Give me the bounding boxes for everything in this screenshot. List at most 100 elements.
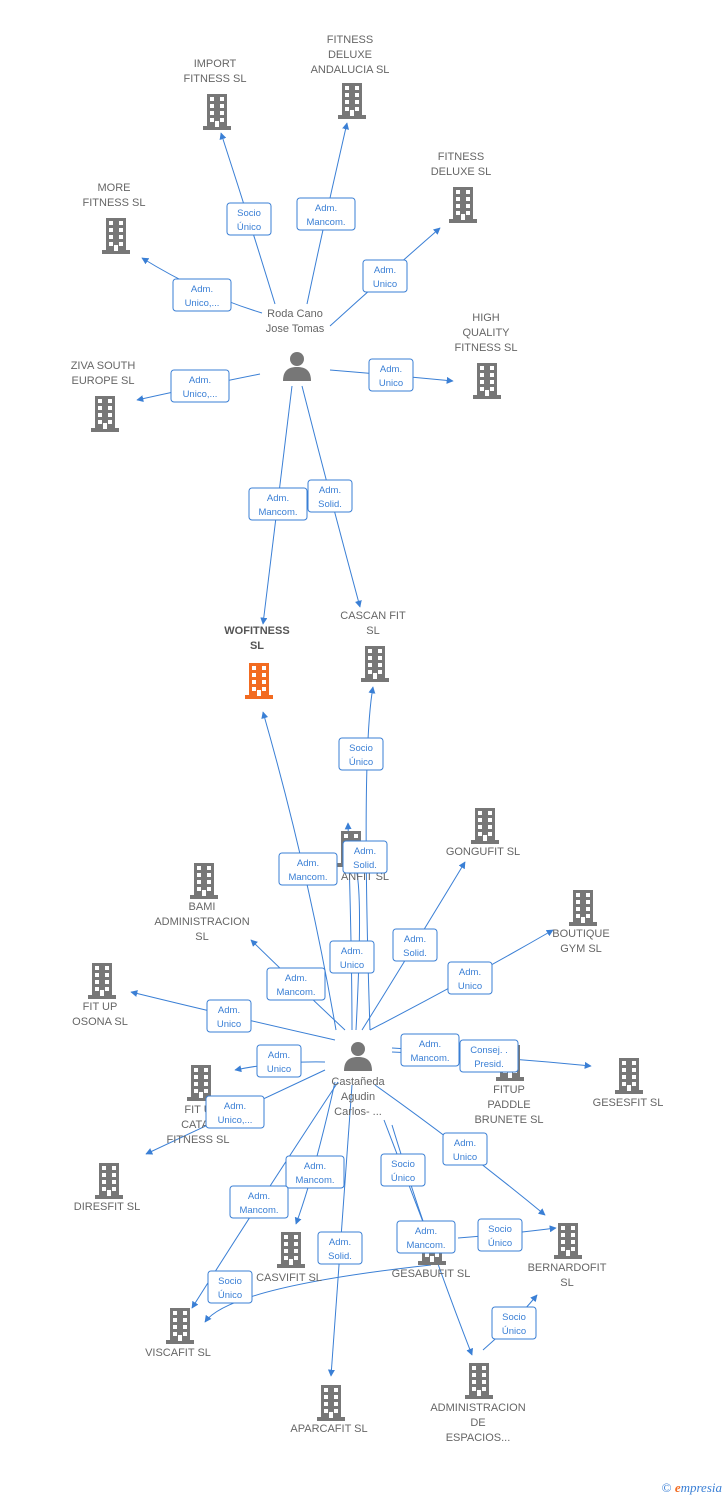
relation-label-text: Mancom. [295, 1175, 334, 1186]
company-node-anfit[interactable]: ANFIT SL [337, 831, 389, 883]
relation-label-text: Unico [379, 378, 403, 389]
company-name-line: SL [366, 625, 379, 637]
relation-label-box [205, 1095, 265, 1129]
relation-label-text: Adm. [224, 1101, 246, 1112]
relation-label-p2-fitup_cat[interactable]: Adm. Unico [256, 1044, 302, 1078]
relation-label-box [307, 479, 353, 513]
relation-label-text: Adm. [354, 846, 376, 857]
company-node-gesesfit[interactable]: GESESFIT SL [593, 1058, 664, 1109]
relation-label-p1-deluxe_and[interactable]: Adm.Mancom. [296, 197, 356, 231]
brand-initial: e [674, 1480, 681, 1495]
relation-label-p2-gongufit[interactable]: Adm.Solid. [392, 928, 438, 962]
relation-label-text: Adm. [374, 265, 396, 276]
relation-label-box [329, 940, 375, 974]
relation-label-p2-diresfit[interactable]: Adm. Unico,... [205, 1095, 265, 1129]
relation-label-text: Unico [217, 1019, 241, 1030]
relation-label-p2-admin_esp[interactable]: Adm.Mancom. [396, 1220, 456, 1254]
relation-label-p2-bernardofit[interactable]: Adm.Unico [442, 1132, 488, 1166]
relation-label-box [226, 202, 272, 236]
relation-label-p2-anfit[interactable]: Adm.Unico [329, 940, 375, 974]
company-node-viscafit[interactable]: VISCAFIT SL [145, 1308, 211, 1359]
company-name-line: OSONA SL [72, 1016, 128, 1028]
relation-label-text: Unico,... [218, 1115, 253, 1126]
relation-edge-p2-casvifit [294, 1081, 336, 1225]
company-name-line: FITNESS SL [167, 1134, 230, 1146]
relation-label-box [338, 737, 384, 771]
relation-edge-p2-aparcafit [327, 1084, 353, 1377]
relation-label-p1-deluxe[interactable]: Adm.Unico [362, 259, 408, 293]
relation-label-box [380, 1153, 426, 1187]
company-node-admin_esp[interactable]: ADMINISTRACIONDEESPACIOS... [430, 1363, 526, 1444]
relation-label-p2-viscafit[interactable]: Adm.Mancom. [229, 1185, 289, 1219]
relation-label-text: Adm. [297, 858, 319, 869]
relation-label-p2-casvifit[interactable]: Adm.Mancom. [285, 1155, 345, 1189]
relation-label-text: Adm. [459, 967, 481, 978]
relation-label-text: Socio [349, 743, 373, 754]
relation-label-p1-wofitness[interactable]: Adm.Mancom. [248, 487, 308, 521]
relation-label-text: Mancom. [306, 217, 345, 228]
relation-label-box [256, 1044, 302, 1078]
relation-label-p1-cascan[interactable]: Adm.Solid. [307, 479, 353, 513]
company-node-aparcafit[interactable]: APARCAFIT SL [290, 1385, 368, 1435]
company-name-line: FIT UP [83, 1001, 118, 1013]
relation-label-p2-fitup_paddle[interactable]: Adm.Mancom. [400, 1033, 460, 1067]
relation-label-p1-high[interactable]: Adm.Unico [368, 358, 414, 392]
person-node-p2[interactable]: CastañedaAgudinCarlos- ... [331, 1042, 385, 1118]
building-icon [95, 1163, 123, 1199]
company-node-casvifit[interactable]: CASVIFIT SL [256, 1232, 322, 1284]
relation-label-p2-wofitness[interactable]: Adm.Mancom. [278, 852, 338, 886]
relation-label-p2-bami[interactable]: Adm.Mancom. [266, 967, 326, 1001]
relation-label-p2-anfit[interactable]: Adm.Solid. [342, 840, 388, 874]
company-name-line: QUALITY [462, 327, 510, 339]
empresia-footer[interactable]: © empresia [662, 1480, 722, 1496]
relation-label-text: Adm. [319, 485, 341, 496]
relation-label-box [491, 1306, 537, 1340]
building-icon [449, 187, 477, 223]
company-node-diresfit[interactable]: DIRESFIT SL [74, 1163, 140, 1213]
relation-label-text: Unico [340, 960, 364, 971]
company-name-line: GESABUFIT SL [392, 1268, 471, 1280]
relation-label-p2-aparcafit[interactable]: Adm.Solid. [317, 1231, 363, 1265]
company-node-gesabufit[interactable]: GESABUFIT SL [392, 1229, 471, 1280]
company-name-line: GONGUFIT SL [446, 846, 520, 858]
company-node-cascan[interactable]: CASCAN FIT SL [340, 610, 406, 682]
relation-label-text: Adm. [268, 1050, 290, 1061]
relation-label-text: Mancom. [410, 1053, 449, 1064]
relation-label-p2-boutique[interactable]: Adm.Unico [447, 961, 493, 995]
relation-label-p1-more[interactable]: Adm.Unico,... [172, 278, 232, 312]
relation-label-box [392, 928, 438, 962]
building-icon [317, 1385, 345, 1421]
company-node-gongufit[interactable]: GONGUFIT SL [446, 808, 520, 858]
relation-label-p1-ziva[interactable]: Adm.Unico,... [170, 369, 230, 403]
relation-label-text: Único [391, 1173, 415, 1184]
relation-label-text: Solid. [328, 1251, 352, 1262]
relation-label-text: Unico [267, 1064, 291, 1075]
relation-label-text: Adm. [404, 934, 426, 945]
relation-label-p2-fitup_osona[interactable]: Adm.Unico [206, 999, 252, 1033]
company-name-line: CASCAN FIT [340, 610, 406, 622]
relation-label-text: Mancom. [258, 507, 297, 518]
company-name-line: ADMINISTRACION [154, 916, 249, 928]
company-node-fitup_osona[interactable]: FIT UP OSONA SL [72, 963, 128, 1028]
building-icon [245, 663, 273, 699]
relation-label-p2-gesesfit[interactable]: Consej. .Presid. [459, 1039, 519, 1073]
